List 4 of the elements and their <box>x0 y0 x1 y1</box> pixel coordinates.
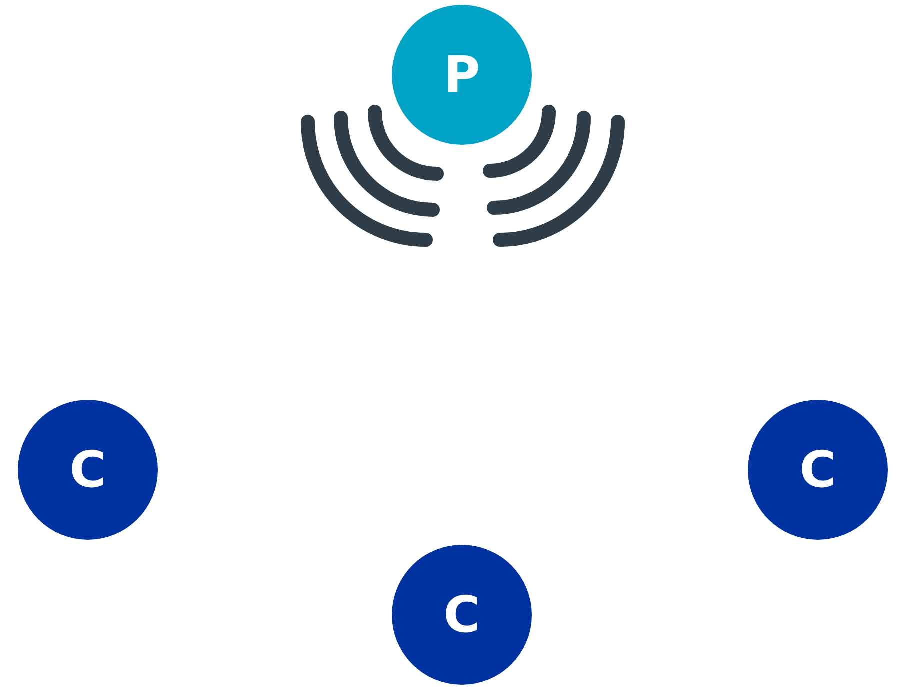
node-letter: C <box>800 441 836 499</box>
node-letter: C <box>70 441 106 499</box>
node-letter: C <box>444 586 480 644</box>
node-letter: P <box>444 46 480 104</box>
